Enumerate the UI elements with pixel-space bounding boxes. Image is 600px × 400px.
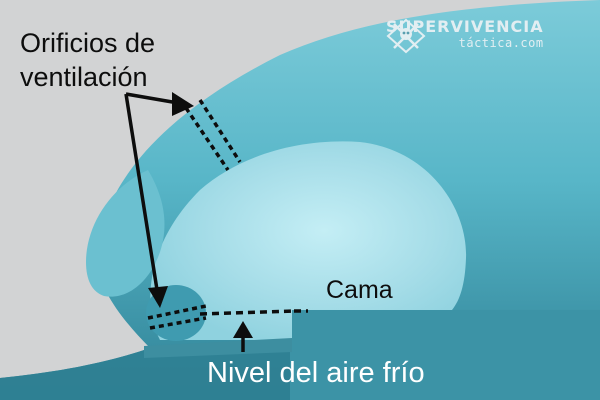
lower-vent-line-bottom: [149, 316, 207, 330]
crossed-knives-skull-icon: [386, 18, 426, 54]
cold-air-label: Nivel del aire frío: [207, 357, 425, 389]
lower-vent-line-top: [147, 304, 207, 320]
interior-chamber: [150, 141, 467, 340]
arrowhead-lower-vent: [148, 286, 168, 308]
cold-air-ledge: [144, 338, 292, 358]
arrow-to-lower-vent: [124, 93, 160, 297]
vents-label-line2: ventilación: [20, 62, 148, 92]
watermark-sub: táctica.com: [458, 36, 544, 50]
vents-label: Orificios de ventilación: [20, 26, 155, 94]
bed-label: Cama: [326, 276, 393, 304]
vents-label-line1: Orificios de: [20, 28, 156, 58]
arrowhead-cold-air-level: [233, 321, 253, 338]
watermark-main: SUPERVIVENCIA: [386, 17, 544, 36]
bed-platform: [290, 310, 600, 400]
arrowhead-upper-vent: [172, 92, 194, 116]
entrance-tunnel: [86, 170, 165, 297]
watermark-logo: SUPERVIVENCIA táctica.com: [386, 17, 544, 54]
cold-air-level-line: [199, 309, 295, 316]
upper-vent-line-left: [184, 107, 230, 171]
upper-vent-line-right: [198, 99, 242, 163]
